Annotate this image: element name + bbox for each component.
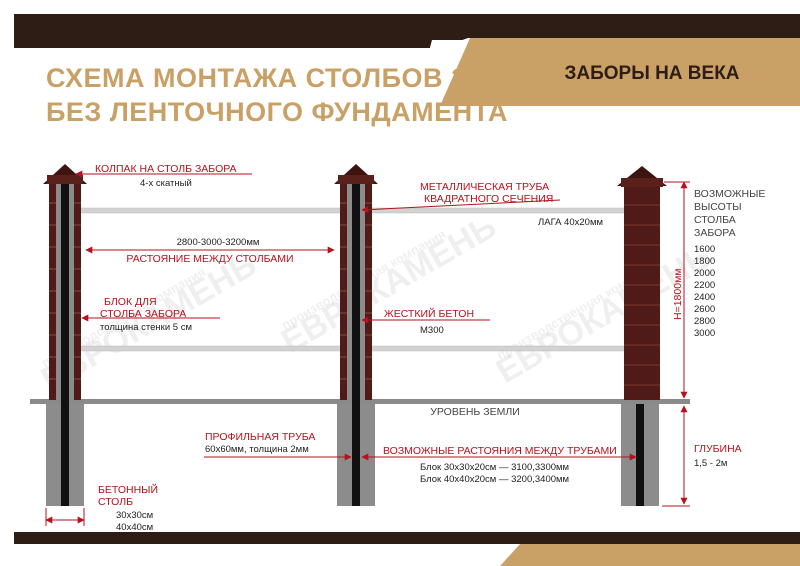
height-value: 1800: [694, 256, 715, 267]
concrete-sublabel: М300: [420, 325, 444, 336]
heights-title-4: ЗАБОРА: [694, 227, 736, 239]
lag-label: ЛАГА 40х20мм: [538, 217, 603, 228]
height-value: 3000: [694, 328, 715, 339]
height-mark-label: H=1800мм: [672, 268, 684, 320]
post-2-profile-pipe: [352, 176, 360, 506]
profile-pipe-annotation: ПРОФИЛЬНАЯ ТРУБА 60х60мм, толщина 2мм: [204, 431, 352, 461]
brand-panel-cut: [414, 40, 466, 106]
depth-sublabel: 1,5 - 2м: [694, 458, 727, 469]
metal-pipe-label-line-2: КВАДРАТНОГО СЕЧЕНИЯ: [424, 193, 553, 205]
post-3-cap-base: [621, 178, 663, 187]
post-size-1: 30х30см: [116, 510, 153, 521]
post-3-brick-body: [624, 186, 660, 400]
concrete-post-label-line-2: СТОЛБ: [98, 496, 133, 508]
title-line-1: СХЕМА МОНТАЖА СТОЛБОВ ЗАБОРА: [46, 63, 566, 93]
depth-dimension: ГЛУБИНА 1,5 - 2м: [662, 405, 742, 507]
pipe-spacing-value-1: Блок 30х30х20см — 3100,3300мм: [420, 462, 569, 473]
block-annotation: БЛОК ДЛЯ СТОЛБА ЗАБОРА толщина стенки 5 …: [81, 296, 220, 333]
heights-title-1: ВОЗМОЖНЫЕ: [694, 188, 765, 200]
block-label-line-1: БЛОК ДЛЯ: [104, 296, 157, 308]
pipe-spacing-label: ВОЗМОЖНЫЕ РАСТОЯНИЯ МЕЖДУ ТРУБАМИ: [383, 445, 617, 457]
heights-title-3: СТОЛБА: [694, 214, 736, 226]
metal-pipe-annotation: МЕТАЛЛИЧЕСКАЯ ТРУБА КВАДРАТНОГО СЕЧЕНИЯ …: [361, 181, 603, 228]
title-line-2: БЕЗ ЛЕНТОЧНОГО ФУНДАМЕНТА: [46, 97, 508, 127]
post-3-block-joints: [624, 204, 660, 386]
ground-level-label: УРОВЕНЬ ЗЕМЛИ: [430, 406, 520, 418]
footer-gold-panel: [500, 544, 800, 566]
profile-pipe-label: ПРОФИЛЬНАЯ ТРУБА: [205, 431, 315, 443]
post-1-profile-pipe: [61, 176, 69, 506]
post-1-cap-base: [47, 175, 83, 184]
concrete-label: ЖЕСТКИЙ БЕТОН: [384, 307, 474, 320]
height-value: 2400: [694, 292, 715, 303]
heights-legend: ВОЗМОЖНЫЕ ВЫСОТЫ СТОЛБА ЗАБОРА 1600 1800…: [694, 188, 765, 339]
height-value: 2600: [694, 304, 715, 315]
post-2-cap-base: [338, 175, 374, 184]
cap-annotation: КОЛПАК НА СТОЛБ ЗАБОРА 4-х скатный: [75, 163, 252, 189]
span-values: 2800-3000-3200мм: [177, 237, 260, 248]
header-band: [14, 14, 800, 106]
concrete-annotation: ЖЕСТКИЙ БЕТОН М300: [361, 307, 490, 336]
heights-title-2: ВЫСОТЫ: [694, 201, 742, 213]
depth-label: ГЛУБИНА: [694, 443, 742, 455]
height-dimension: H=1800мм: [664, 181, 690, 399]
span-label: РАСТОЯНИЕ МЕЖДУ СТОЛБАМИ: [126, 253, 293, 265]
cap-label: КОЛПАК НА СТОЛБ ЗАБОРА: [95, 163, 237, 175]
block-label-line-2: СТОЛБА ЗАБОРА: [100, 308, 186, 320]
watermark-line-2-mid: ЕВРОКАМЕНЬ: [275, 207, 503, 361]
post-3-profile-pipe: [636, 404, 644, 506]
height-value: 2800: [694, 316, 715, 327]
post-2-block-joints: [340, 202, 372, 380]
height-value: 2000: [694, 268, 715, 279]
post-3: [617, 166, 667, 506]
post-1-block-joints: [49, 202, 81, 380]
brand-panel: [440, 38, 800, 106]
brand-name: ЗАБОРЫ НА ВЕКА: [564, 63, 739, 84]
post-1: [43, 164, 87, 506]
height-value: 2200: [694, 280, 715, 291]
pipe-spacing-value-2: Блок 40х40х20см — 3200,3400мм: [420, 474, 569, 485]
metal-pipe-label-line-1: МЕТАЛЛИЧЕСКАЯ ТРУБА: [420, 181, 549, 193]
block-sublabel: толщина стенки 5 см: [100, 322, 192, 333]
header-dark-bar: [14, 14, 800, 48]
height-value: 1600: [694, 244, 715, 255]
pipe-spacing-annotation: ВОЗМОЖНЫЕ РАСТОЯНИЯ МЕЖДУ ТРУБАМИ Блок 3…: [361, 445, 637, 485]
profile-pipe-sublabel: 60х60мм, толщина 2мм: [205, 444, 309, 455]
concrete-post-label-line-1: БЕТОННЫЙ: [98, 483, 158, 496]
footer-dark-bar: [14, 532, 800, 544]
span-annotation: 2800-3000-3200мм РАСТОЯНИЕ МЕЖДУ СТОЛБАМ…: [85, 237, 335, 265]
post-size-2: 40х40см: [116, 522, 153, 533]
post-2: [334, 164, 378, 506]
cap-sublabel: 4-х скатный: [140, 178, 192, 189]
concrete-post-annotation: БЕТОННЫЙ СТОЛБ 30х30см 40х40см: [45, 483, 158, 533]
